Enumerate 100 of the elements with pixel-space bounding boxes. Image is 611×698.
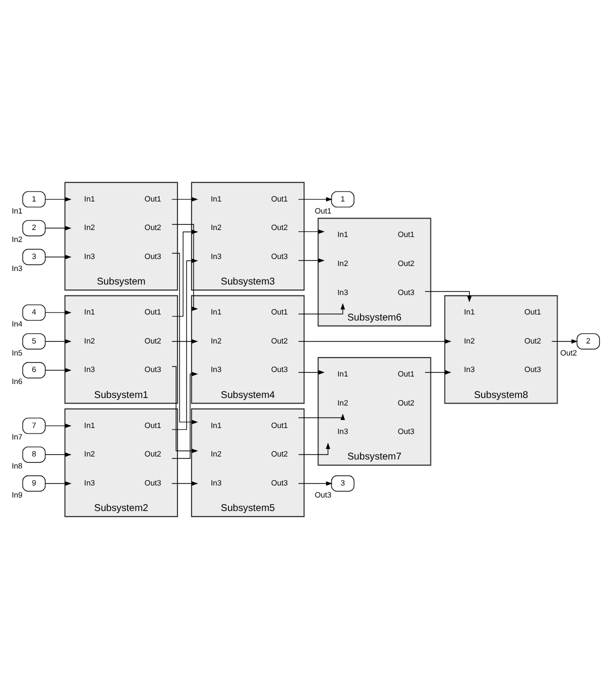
arrow (172, 338, 198, 344)
arrow (45, 480, 72, 486)
arrow (298, 370, 325, 374)
node-text: Out1 (271, 194, 288, 203)
arrow (424, 290, 472, 302)
node-label: In4 (12, 319, 22, 328)
node-text: Out3 (144, 364, 162, 374)
arrow (298, 413, 345, 420)
arrow (298, 196, 332, 202)
node-text: In2 (337, 258, 348, 268)
node-text: Out2 (271, 222, 288, 232)
node-text: Out3 (271, 364, 288, 374)
node-text: In2 (464, 336, 475, 345)
node-text: In2 (210, 449, 222, 458)
node-text: In3 (210, 251, 222, 260)
node-box: 3 (22, 248, 46, 265)
node-text: In3 (337, 426, 348, 436)
arrow (45, 196, 72, 202)
node-box: 6 (22, 362, 46, 378)
node-text: Out3 (524, 364, 542, 374)
node-text: Out2 (398, 258, 414, 268)
node-box: 9 (22, 474, 46, 492)
node-text: In1 (84, 194, 95, 203)
node-text: In3 (337, 287, 348, 296)
node-box: 2 (22, 220, 46, 236)
node-text: In2 (84, 449, 95, 458)
arrow (551, 338, 578, 344)
node-text: In2 (84, 336, 95, 345)
node-box: 2 (576, 332, 600, 349)
node-text: Out2 (524, 336, 542, 345)
node-text: In2 (210, 336, 222, 345)
node-text: In1 (84, 420, 95, 430)
node-text: In2 (337, 398, 348, 407)
node-text: Out2 (271, 336, 288, 345)
node-box: 8 (22, 446, 46, 462)
node-text: Out1 (144, 420, 162, 430)
node-box: 7 (22, 417, 46, 434)
arrow (298, 302, 345, 314)
node-text: In1 (210, 194, 222, 203)
node-text: In1 (337, 368, 348, 378)
node-text: In2 (210, 222, 222, 232)
arrow (45, 225, 72, 230)
node-text: In3 (84, 251, 95, 260)
node-label: In1 (12, 206, 22, 215)
node-text: In1 (210, 307, 222, 316)
node-label: Out3 (314, 490, 332, 499)
node-box: 5 (22, 332, 46, 349)
node-text: In1 (464, 307, 475, 316)
node-text: In1 (337, 230, 348, 239)
node-text: In3 (464, 364, 475, 374)
node-label: In3 (12, 263, 22, 272)
node-box: 1 (331, 190, 354, 207)
node-box: 4 (22, 304, 46, 320)
node-box: 1 (22, 190, 46, 207)
node-label: Out2 (560, 348, 577, 357)
node-text: Out2 (398, 398, 414, 407)
node-text: Out1 (271, 420, 288, 430)
node-label: In7 (12, 432, 22, 442)
node-text: In3 (84, 364, 95, 374)
arrow (45, 310, 72, 314)
node-text: Out3 (398, 287, 414, 296)
arrow (45, 423, 72, 428)
arrow (172, 480, 198, 486)
arrow (45, 368, 72, 372)
node-label: In5 (12, 348, 22, 357)
node-text: Out3 (144, 478, 162, 487)
node-text: Out1 (144, 194, 162, 203)
arrow (298, 228, 325, 234)
node-label: Out1 (314, 206, 332, 215)
arrow (298, 480, 332, 486)
arrow (172, 196, 198, 202)
node-text: Out1 (144, 307, 162, 316)
arrow (298, 442, 330, 455)
arrow (298, 338, 452, 344)
node-box: 3 (331, 474, 354, 492)
node-text: Out2 (144, 222, 162, 232)
node-text: Out3 (398, 426, 414, 436)
node-text: Out1 (271, 307, 288, 316)
node-label: In9 (12, 490, 22, 499)
node-text: Out1 (398, 368, 414, 378)
node-text: In3 (84, 478, 95, 487)
node-text: Out3 (271, 251, 288, 260)
node-text: Out1 (398, 230, 414, 239)
arrow (424, 370, 452, 374)
node-label: In6 (12, 376, 22, 386)
node-text: Out3 (271, 478, 288, 487)
node-text: In1 (210, 420, 222, 430)
node-text: In2 (84, 222, 95, 232)
node-text: In1 (84, 307, 95, 316)
arrow (298, 258, 325, 262)
node-text: Out3 (144, 251, 162, 260)
node-text: Out2 (144, 336, 162, 345)
node-text: In3 (210, 364, 222, 374)
node-text: Out1 (524, 307, 542, 316)
node-text: Out2 (271, 449, 288, 458)
arrow (45, 254, 72, 259)
arrow (45, 338, 72, 344)
node-label: In8 (12, 461, 22, 470)
node-label: In2 (12, 234, 22, 244)
node-text: In3 (210, 478, 222, 487)
